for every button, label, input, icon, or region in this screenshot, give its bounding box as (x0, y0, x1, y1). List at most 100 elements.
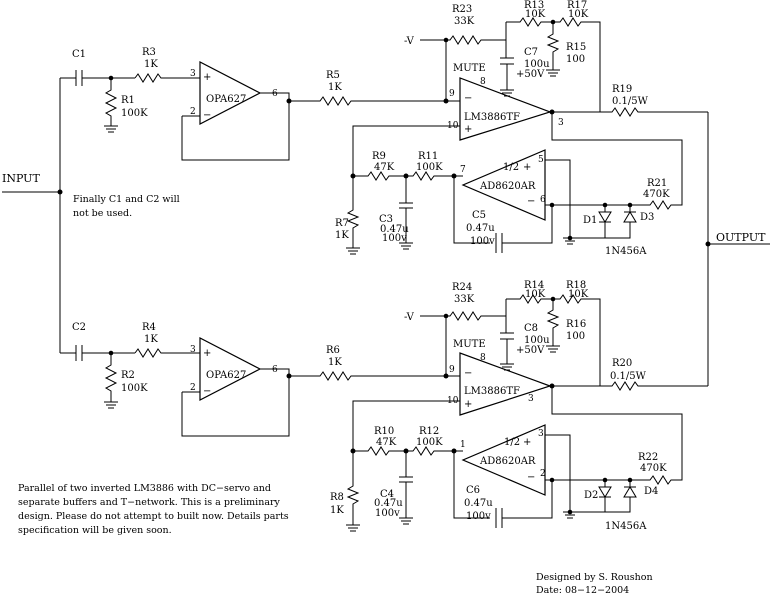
svg-text:6: 6 (272, 365, 278, 375)
input-net: INPUT (2, 77, 70, 354)
c-note: Finally C1 and C2 will not be used. (73, 194, 180, 219)
ground-servo-1 (545, 159, 577, 245)
svg-text:−: − (203, 110, 211, 121)
svg-text:9: 9 (449, 365, 455, 375)
r2-value: 100K (121, 383, 148, 394)
c2-label: C2 (72, 322, 86, 333)
r3-resistor (134, 73, 200, 83)
r20-resistor (600, 381, 640, 391)
svg-text:+: + (464, 399, 472, 410)
r17-name: R17 (567, 0, 587, 11)
servo-resistors-1 (352, 125, 454, 181)
c3-volt: 100v (382, 233, 407, 244)
r20-name: R20 (612, 358, 632, 369)
description-line-3: design. Please do not attempt to built n… (18, 511, 289, 522)
r20-value: 0.1/5W (610, 371, 647, 382)
diode-part-1: 1N456A (605, 246, 647, 257)
svg-text:2: 2 (190, 383, 196, 393)
svg-text:3: 3 (558, 118, 564, 128)
c1-label: C1 (72, 49, 86, 60)
r12-name: R12 (419, 426, 439, 437)
svg-text:3: 3 (528, 394, 534, 404)
r24-value: 33K (454, 294, 475, 305)
r5-value: 1K (328, 82, 342, 93)
description-line-4: specification will be given soon. (18, 525, 172, 536)
r6-value: 1K (328, 357, 342, 368)
r22-name: R22 (638, 452, 658, 463)
c6-volt: 100v (466, 511, 491, 522)
date-label: Date: 08−12−2004 (536, 585, 629, 596)
c7-capacitor (500, 40, 514, 97)
svg-text:+: + (464, 124, 472, 135)
r2-resistor (104, 353, 118, 402)
c3-name: C3 (379, 214, 393, 225)
r6-resistor (289, 371, 446, 381)
c4-capacitor (399, 451, 413, 525)
neg-v-label-2: -V (404, 312, 415, 323)
c7-name: C7 (524, 47, 538, 58)
servo-resistors-2 (352, 400, 454, 456)
svg-text:7: 7 (460, 165, 466, 175)
mute-label-1: MUTE (453, 63, 486, 74)
r10-value: 47K (376, 437, 397, 448)
r1-value: 100K (121, 108, 148, 119)
d2-name: D2 (584, 490, 598, 501)
opa627-2-label: OPA627 (206, 370, 246, 381)
lm3886-amp-2 (459, 352, 552, 416)
r16-name: R16 (566, 319, 586, 330)
svg-text:+: + (203, 72, 211, 83)
r12-value: 100K (416, 437, 443, 448)
r14-resistor (506, 294, 553, 304)
neg-v-label-1: -V (404, 36, 415, 47)
ad8620-2-label: AD8620AR (479, 456, 536, 467)
r22-value: 470K (640, 463, 667, 474)
r7-value: 1K (335, 230, 349, 241)
r21-name: R21 (647, 178, 667, 189)
r5-name: R5 (326, 70, 340, 81)
description-note: Parallel of two inverted LM3886 with DC−… (18, 483, 289, 536)
svg-text:−: − (464, 93, 472, 104)
r6-name: R6 (326, 345, 340, 356)
r13-name: R13 (524, 0, 544, 11)
svg-text:2: 2 (190, 107, 196, 117)
c-note-line-1: Finally C1 and C2 will (73, 194, 180, 205)
lm3886-2-label: LM3886TF (464, 386, 520, 397)
r5-resistor (289, 96, 446, 106)
c5-volt: 100v (470, 236, 495, 247)
lm3886-amp-1 (459, 77, 552, 141)
svg-text:−: − (527, 472, 535, 483)
output-label: OUTPUT (716, 231, 766, 244)
c4-value: 0.47u (374, 498, 403, 509)
c8-capacitor (500, 316, 514, 371)
svg-text:+: + (203, 348, 211, 359)
output-net: OUTPUT (640, 111, 770, 387)
c2-capacitor (70, 345, 135, 361)
svg-text:+: + (523, 437, 531, 448)
svg-text:1/2: 1/2 (504, 437, 520, 448)
c5-label: C5 (472, 210, 486, 221)
mute-label-2: MUTE (453, 339, 486, 350)
ad8620-servo-1 (461, 149, 546, 221)
r22-resistor (551, 386, 683, 485)
r14-name: R14 (524, 280, 544, 291)
r1-resistor (104, 78, 118, 126)
r3-name: R3 (142, 47, 156, 58)
c4-volt: 100v (375, 508, 400, 519)
ad8620-1-label: AD8620AR (479, 181, 536, 192)
r16-value: 100 (566, 331, 585, 342)
ground-servo-2 (545, 434, 577, 519)
r23-value: 33K (454, 16, 475, 27)
lm3886-1-label: LM3886TF (464, 112, 520, 123)
description-line-1: Parallel of two inverted LM3886 with DC−… (18, 483, 271, 494)
svg-text:−: − (203, 386, 211, 397)
pos50-label-1: +50V (516, 69, 545, 80)
c8-name: C8 (524, 323, 538, 334)
svg-text:−: − (464, 368, 472, 379)
opa627-buffer-2 (199, 337, 262, 401)
svg-text:8: 8 (480, 77, 486, 87)
r2-name: R2 (121, 370, 135, 381)
r3-value: 1K (144, 59, 158, 70)
opa627-buffer-1 (199, 61, 262, 125)
